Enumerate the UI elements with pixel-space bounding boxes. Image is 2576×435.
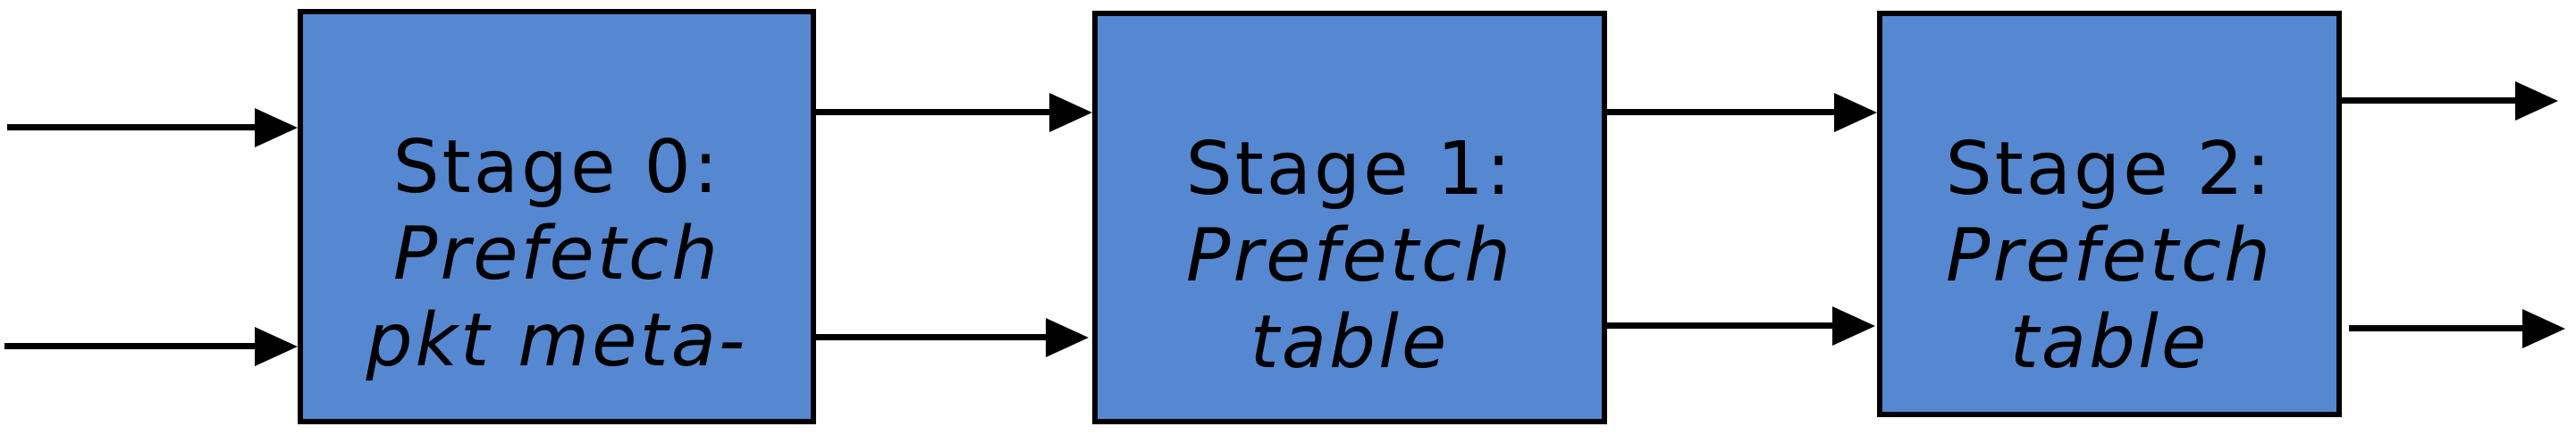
arrowhead-icon	[255, 108, 298, 147]
arrow-shaft	[7, 124, 262, 130]
arrow-shaft	[816, 109, 1056, 115]
stage-1-label: Stage 1: Prefetch table	[1098, 126, 1602, 386]
stage-subtitle-line1: Prefetch	[392, 212, 721, 297]
arrow-stage1-stage2-top	[1607, 93, 1877, 132]
arrowhead-icon	[1834, 93, 1877, 132]
stage-subtitle-line2: table	[1250, 300, 1450, 385]
arrowhead-icon	[255, 327, 298, 366]
arrow-shaft	[816, 334, 1053, 340]
arrowhead-icon	[1832, 306, 1875, 346]
stage-2-box: Stage 2: Prefetch table	[1877, 11, 2342, 417]
arrow-stage0-stage1-bottom	[816, 318, 1089, 357]
output-arrow-top	[2342, 81, 2558, 121]
arrow-stage1-stage2-bottom	[1607, 306, 1875, 346]
stage-0-box: Stage 0: Prefetch pkt meta-	[298, 9, 816, 424]
stage-1-box: Stage 1: Prefetch table	[1092, 11, 1607, 424]
arrowhead-icon	[2522, 309, 2565, 348]
stage-title: Stage 2:	[1945, 127, 2274, 212]
stage-title: Stage 1:	[1185, 127, 1514, 212]
arrowhead-icon	[2515, 81, 2558, 121]
arrow-shaft	[1607, 322, 1839, 329]
stage-title: Stage 0:	[392, 125, 721, 210]
stage-subtitle-line2: table	[2009, 300, 2210, 385]
stage-subtitle-line2: pkt meta-	[366, 298, 748, 383]
stage-subtitle-line1: Prefetch	[1185, 213, 1514, 298]
stage-2-label: Stage 2: Prefetch table	[1882, 126, 2336, 386]
stage-0-label: Stage 0: Prefetch pkt meta-	[303, 124, 811, 384]
arrowhead-icon	[1046, 318, 1089, 357]
input-arrow-top	[7, 108, 298, 147]
arrowhead-icon	[1049, 93, 1092, 132]
arrow-shaft	[1607, 109, 1841, 115]
arrow-shaft	[2342, 97, 2522, 104]
arrow-shaft	[2349, 325, 2530, 331]
arrow-shaft	[4, 343, 262, 349]
stage-subtitle-line1: Prefetch	[1945, 213, 2274, 298]
arrow-stage0-stage1-top	[816, 93, 1092, 132]
input-arrow-bottom	[4, 327, 298, 366]
output-arrow-bottom	[2349, 309, 2565, 348]
